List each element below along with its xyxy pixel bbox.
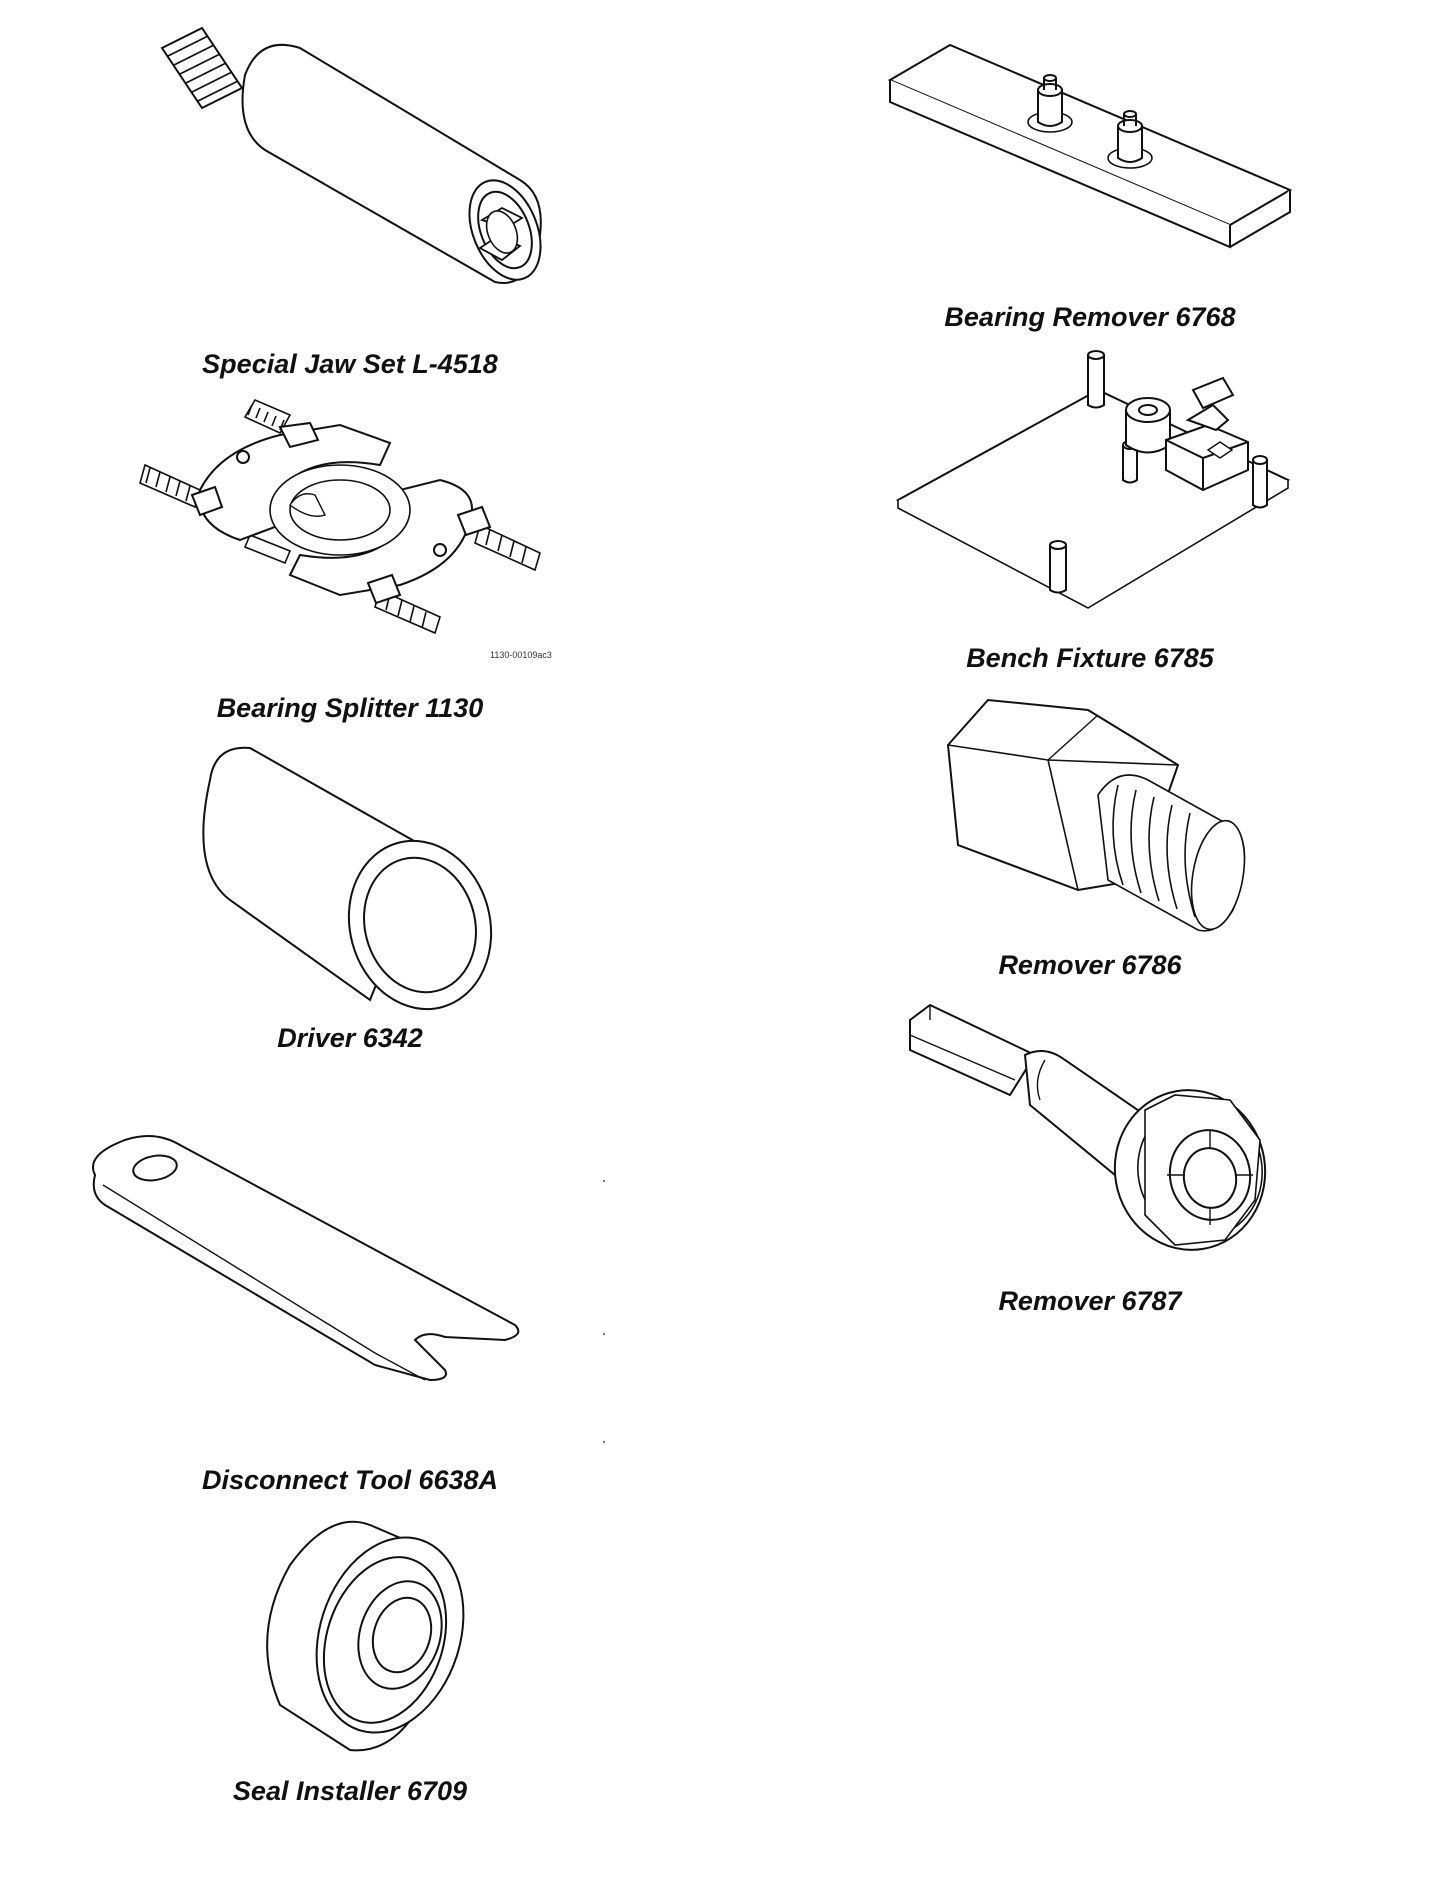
post-icon — [1050, 541, 1066, 593]
remover-6787-illustration — [905, 1000, 1285, 1260]
remover-plate — [890, 45, 1290, 225]
caption-bench-fixture: Bench Fixture 6785 — [966, 643, 1214, 673]
caption-driver: Driver 6342 — [277, 1023, 423, 1053]
disconnect-tool-illustration — [85, 1125, 525, 1395]
stray-mark — [603, 1180, 605, 1182]
bearing-remover-illustration — [890, 40, 1290, 265]
caption-seal-installer: Seal Installer 6709 — [232, 1776, 468, 1806]
pin-icon — [1028, 75, 1072, 132]
stray-mark — [603, 1333, 605, 1335]
bearing-splitter-illustration — [140, 395, 560, 645]
threaded-rod-icon — [162, 28, 242, 108]
remover-6786-illustration — [948, 695, 1248, 935]
hex-shank — [910, 1005, 1035, 1095]
post-icon — [1088, 351, 1104, 408]
bushing-icon — [1126, 398, 1170, 453]
figure-code: 1130-00109ac3 — [490, 650, 552, 660]
disconnect-tool-body — [93, 1136, 518, 1380]
hole-icon — [131, 1152, 178, 1183]
stray-mark — [603, 1441, 605, 1443]
v-block-icon — [1166, 378, 1248, 490]
caption-bearing-splitter: Bearing Splitter 1130 — [216, 693, 484, 723]
caption-remover-6787: Remover 6787 — [998, 1286, 1182, 1316]
bench-fixture-illustration — [898, 350, 1298, 610]
caption-bearing-remover: Bearing Remover 6768 — [944, 302, 1236, 332]
post-icon — [1253, 456, 1267, 508]
pin-icon — [1108, 111, 1152, 168]
thread-icon — [1098, 775, 1252, 934]
seal-installer-illustration — [250, 1515, 460, 1760]
jaw-set-illustration — [150, 20, 550, 310]
caption-remover-6786: Remover 6786 — [998, 950, 1182, 980]
caption-disconnect-tool: Disconnect Tool 6638A — [201, 1465, 499, 1495]
driver-illustration — [190, 740, 510, 1010]
caption-jaw-set: Special Jaw Set L-4518 — [202, 349, 498, 379]
